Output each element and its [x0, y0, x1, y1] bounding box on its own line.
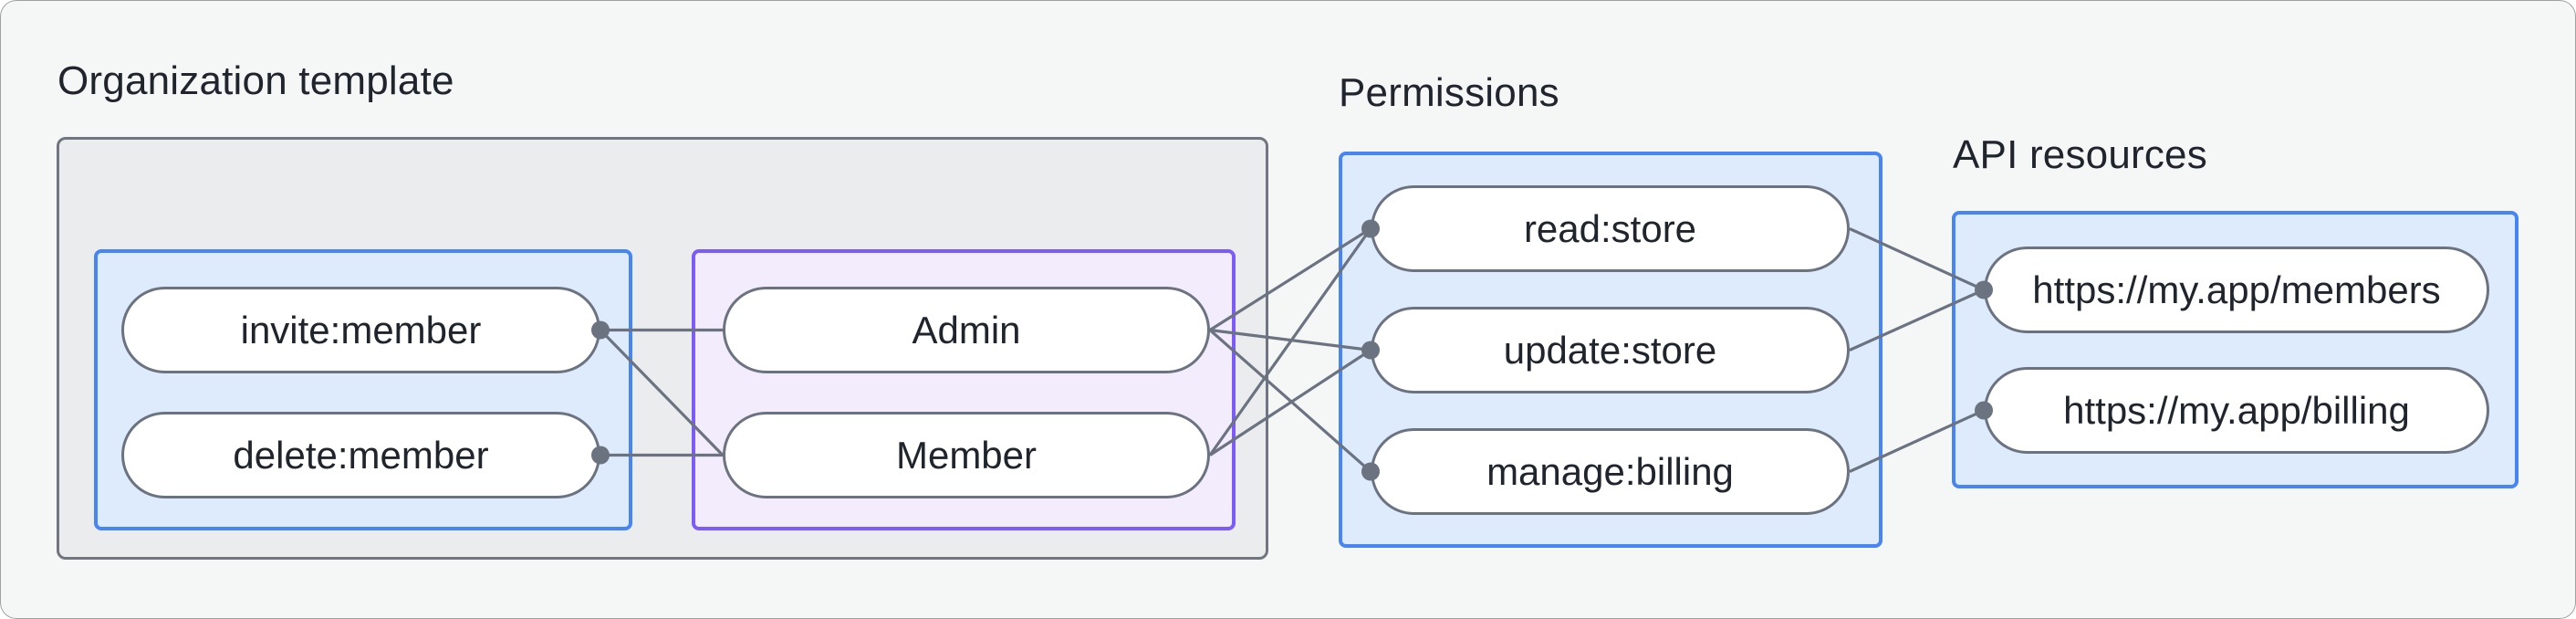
node-label: Member	[895, 433, 1038, 477]
permissions-title: Permissions	[1339, 70, 1559, 115]
node-update-store: update:store	[1371, 307, 1850, 393]
node-invite-member: invite:member	[121, 287, 600, 373]
node-api-billing-url: https://my.app/billing	[1984, 367, 2489, 454]
api-resources-title: API resources	[1953, 132, 2207, 177]
node-label: Admin	[912, 308, 1021, 351]
organization-template-title: Organization template	[57, 58, 454, 103]
node-api-members-url: https://my.app/members	[1984, 247, 2489, 333]
node-read-store: read:store	[1371, 185, 1850, 272]
node-label: https://my.app/billing	[2063, 388, 2410, 432]
node-label: invite:member	[240, 308, 482, 351]
node-label: update:store	[1503, 328, 1717, 372]
node-manage-billing: manage:billing	[1371, 428, 1850, 515]
node-label: delete:member	[233, 433, 489, 477]
node-label: read:store	[1523, 206, 1697, 250]
node-admin-role: Admin	[723, 287, 1210, 373]
node-label: manage:billing	[1486, 449, 1734, 493]
node-delete-member: delete:member	[121, 412, 600, 498]
node-member-role: Member	[723, 412, 1210, 498]
node-label: https://my.app/members	[2032, 268, 2441, 311]
